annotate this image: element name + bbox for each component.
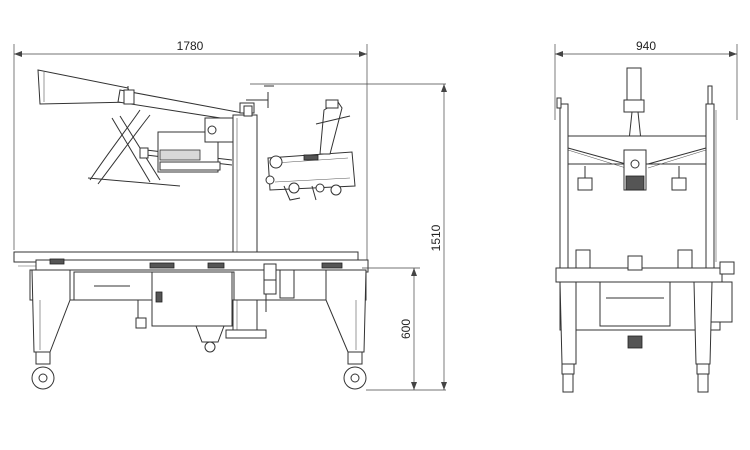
- tape-cartridge: [265, 99, 356, 201]
- front-view: 940: [554, 39, 738, 393]
- machine-frame: [29, 263, 367, 390]
- caster-wheel-icon: [561, 363, 575, 393]
- side-width-label: 1780: [177, 39, 204, 53]
- conveyor-table: [13, 251, 369, 273]
- table-height-label: 600: [399, 319, 413, 339]
- side-view: 1780: [13, 39, 447, 391]
- caster-wheel-icon: [343, 351, 367, 390]
- caster-wheel-icon: [696, 363, 710, 393]
- front-width-label: 940: [636, 39, 656, 53]
- height-dimensions: 1510 600: [250, 83, 447, 391]
- side-width-dimension: 1780: [13, 39, 368, 270]
- caster-wheel-icon: [31, 351, 55, 390]
- total-height-label: 1510: [429, 224, 443, 251]
- front-width-dimension: 940: [554, 39, 738, 120]
